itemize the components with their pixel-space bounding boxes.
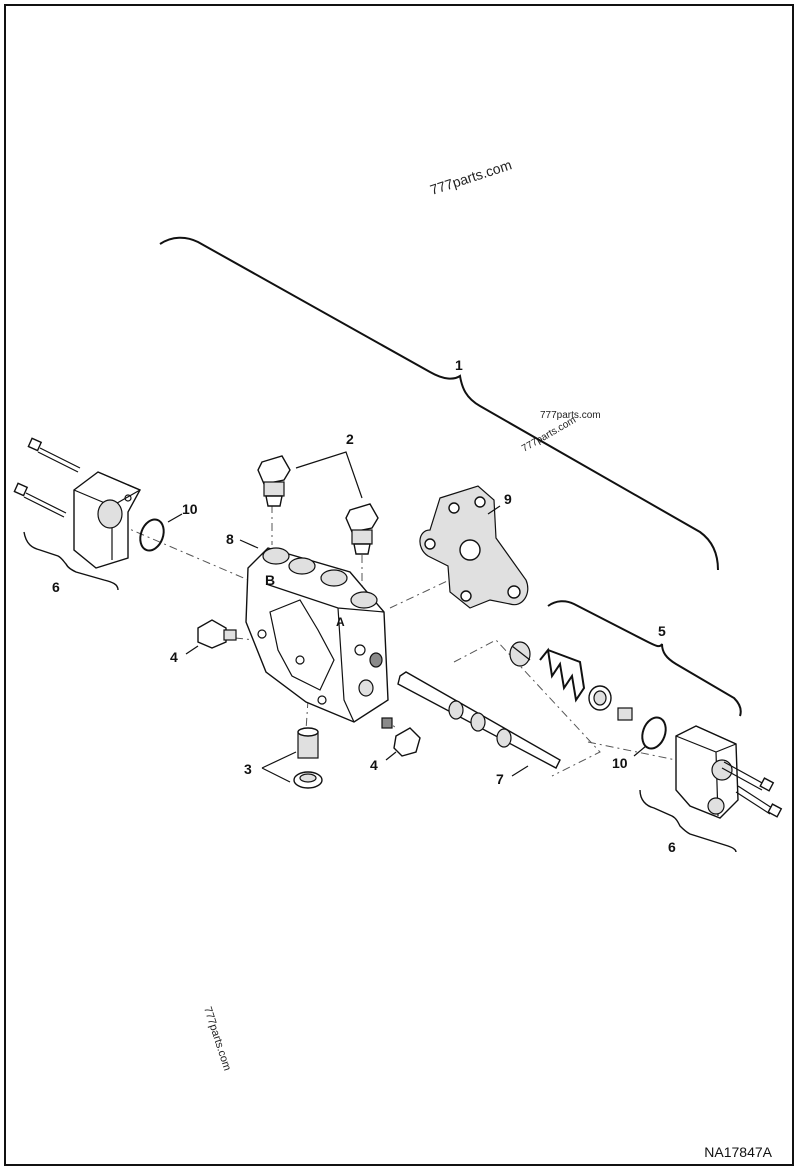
assembly-brace bbox=[159, 236, 719, 571]
port-marking-a: A bbox=[336, 615, 345, 629]
callout-6-left: 6 bbox=[52, 579, 60, 595]
port-plug-bottom-icon bbox=[381, 717, 421, 757]
callout-8: 8 bbox=[226, 531, 234, 547]
end-cap-bolt-icon bbox=[735, 785, 783, 818]
spool-bolt-icon bbox=[617, 707, 633, 721]
alignment-line bbox=[389, 574, 461, 609]
figure-code: NA17847A bbox=[704, 1144, 772, 1160]
callout-3: 3 bbox=[244, 761, 252, 777]
port-marking-b: B bbox=[265, 572, 275, 588]
leader-4b bbox=[385, 751, 397, 761]
callout-6-right: 6 bbox=[668, 839, 676, 855]
end-cap-right-icon bbox=[675, 725, 739, 819]
callout-2: 2 bbox=[346, 431, 354, 447]
valve-body-icon bbox=[245, 547, 389, 723]
relief-valve-icon bbox=[257, 455, 291, 507]
spring-cup-icon bbox=[588, 685, 612, 711]
end-cap-brace-right bbox=[639, 789, 737, 853]
leader-4a bbox=[185, 645, 199, 655]
leader-2 bbox=[295, 451, 363, 499]
alignment-line bbox=[453, 639, 601, 777]
o-ring-right-icon bbox=[641, 716, 667, 750]
callout-10-left: 10 bbox=[182, 501, 198, 517]
spool-kit-brace bbox=[547, 600, 742, 717]
drawing-frame bbox=[4, 4, 794, 1166]
o-ring-left-icon bbox=[139, 518, 165, 552]
gasket-holes bbox=[424, 496, 521, 602]
callout-1: 1 bbox=[455, 357, 463, 373]
callout-4-left: 4 bbox=[170, 649, 178, 665]
leader-10a bbox=[167, 513, 183, 523]
watermark-mid-1: 777parts.com bbox=[540, 410, 601, 421]
spool-icon bbox=[397, 671, 561, 769]
end-cap-left-icon bbox=[73, 471, 141, 569]
alignment-line bbox=[119, 524, 261, 586]
spring-retainer-icon bbox=[509, 641, 531, 667]
alignment-line bbox=[234, 637, 256, 641]
alignment-line bbox=[587, 741, 677, 761]
callout-4-bottom: 4 bbox=[370, 757, 378, 773]
end-cap-bolt-icon bbox=[27, 437, 81, 473]
watermark-bottom: 777parts.com bbox=[201, 1005, 233, 1072]
end-cap-brace-left bbox=[23, 531, 119, 591]
relief-valve-icon bbox=[345, 503, 379, 555]
end-cap-bolt-icon bbox=[13, 482, 67, 518]
leader-7 bbox=[511, 765, 529, 777]
alignment-line bbox=[305, 699, 309, 731]
leader-9 bbox=[487, 505, 501, 515]
centering-spring-icon bbox=[539, 647, 586, 703]
port-plug-left-icon bbox=[197, 619, 237, 649]
callout-9: 9 bbox=[504, 491, 512, 507]
check-valve-icon bbox=[293, 727, 323, 789]
leader-3 bbox=[261, 751, 297, 783]
leader-8 bbox=[239, 539, 259, 549]
callout-10-right: 10 bbox=[612, 755, 628, 771]
callout-7: 7 bbox=[496, 771, 504, 787]
leader-10b bbox=[633, 745, 647, 757]
callout-5: 5 bbox=[658, 623, 666, 639]
end-cap-bolt-icon bbox=[721, 761, 775, 792]
watermark-top: 777parts.com bbox=[428, 156, 514, 197]
